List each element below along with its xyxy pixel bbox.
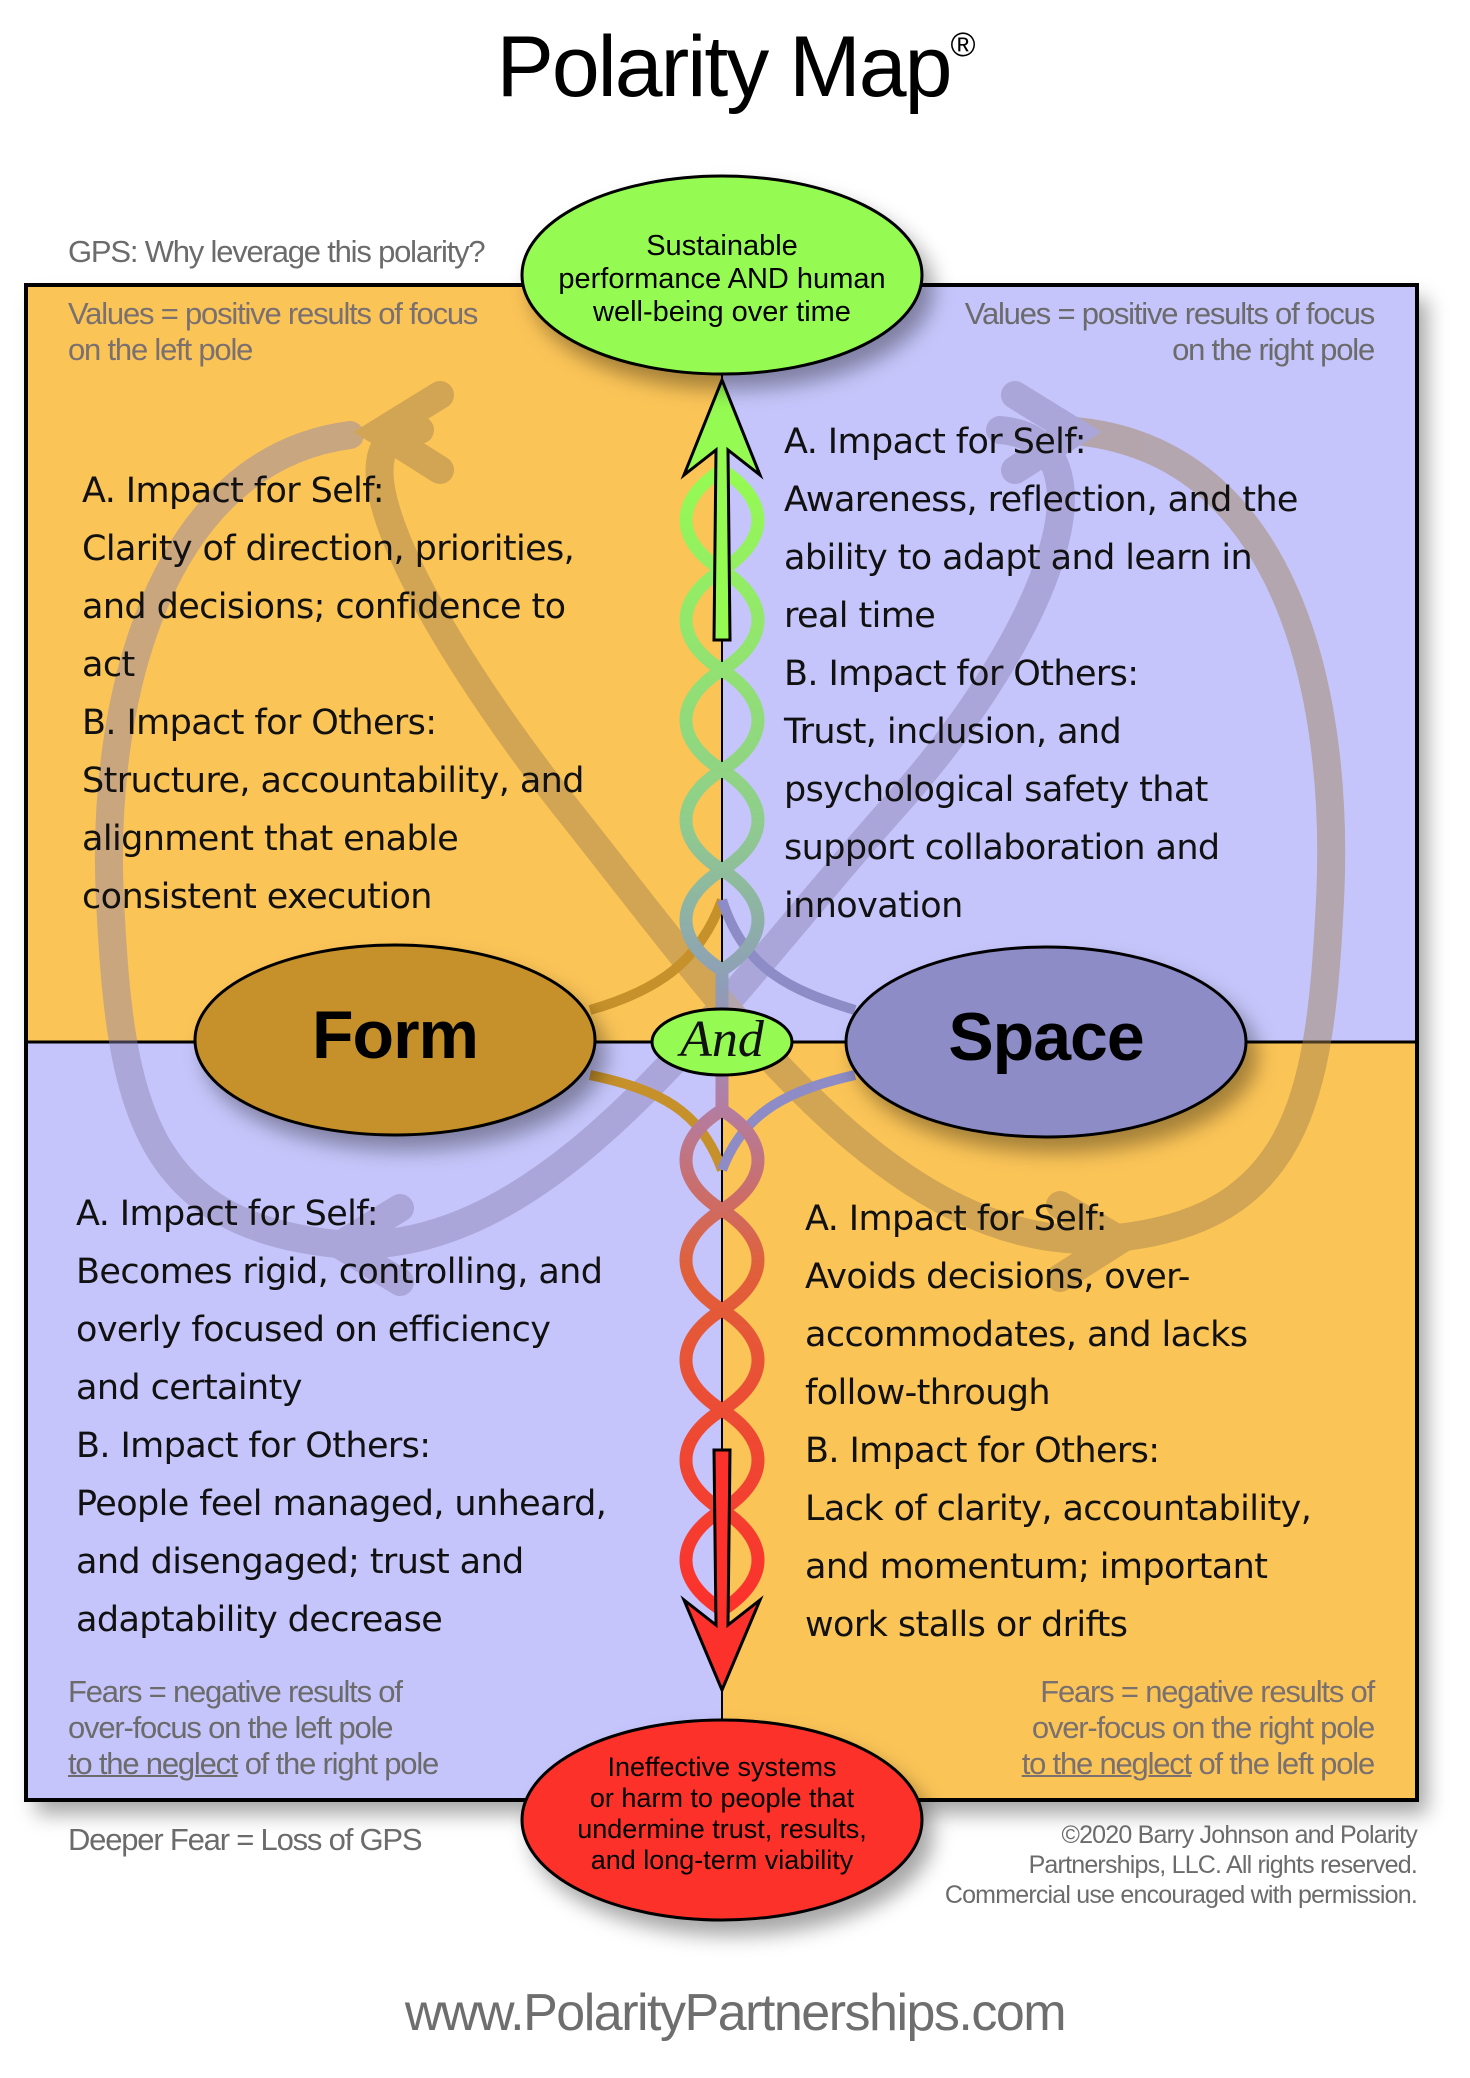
gps-goal-line: Sustainable	[646, 230, 798, 262]
values-right-line: Values = positive results of focus	[964, 296, 1375, 331]
down-arrow	[680, 1448, 764, 1694]
text-line: and momentum; important	[805, 1547, 1268, 1587]
deeper-fear-line: undermine trust, results,	[577, 1814, 867, 1844]
text-line: Lack of clarity, accountability,	[805, 1489, 1312, 1529]
text-line: and disengaged; trust and	[76, 1542, 524, 1582]
text-line: A. Impact for Self:	[784, 422, 1087, 462]
fears-left-line: over-focus on the left pole	[68, 1710, 394, 1745]
text-line: A. Impact for Self:	[82, 471, 385, 511]
fears-right-line: over-focus on the right pole	[1031, 1710, 1375, 1745]
text-line: Clarity of direction, priorities,	[82, 529, 575, 569]
text-line: consistent execution	[82, 877, 432, 917]
values-right-line: on the right pole	[1172, 332, 1375, 367]
text-line: People feel managed, unheard,	[76, 1484, 607, 1524]
text-line: real time	[784, 596, 936, 636]
gps-label: GPS: Why leverage this polarity?	[68, 234, 486, 269]
fears-left-line: Fears = negative results of	[68, 1674, 403, 1709]
text-line: B. Impact for Others:	[82, 703, 437, 743]
lower-left-fears: A. Impact for Self: Becomes rigid, contr…	[76, 1185, 607, 1649]
neglect-underlined: to the neglect	[68, 1746, 239, 1781]
gps-ellipse	[520, 174, 924, 376]
values-left-line: on the left pole	[68, 332, 253, 367]
text-line: Becomes rigid, controlling, and	[76, 1252, 603, 1292]
text-line: adaptability decrease	[76, 1600, 443, 1640]
text-line: follow-through	[805, 1373, 1051, 1413]
page-title: Polarity Map®	[0, 18, 1470, 117]
text-line: B. Impact for Others:	[784, 654, 1139, 694]
values-left-label: Values = positive results of focus on th…	[68, 296, 478, 368]
fears-right-rest: of the left pole	[1191, 1746, 1375, 1781]
text-line: Awareness, reflection, and the	[784, 480, 1298, 520]
upper-left-values: A. Impact for Self: Clarity of direction…	[82, 462, 584, 926]
copyright-line: Commercial use encouraged with permissio…	[944, 1881, 1418, 1909]
text-line: act	[82, 645, 135, 685]
deeper-fear-line: or harm to people that	[589, 1783, 855, 1813]
copyright-notice: ©2020 Barry Johnson and Polarity Partner…	[944, 1820, 1418, 1910]
text-line: ability to adapt and learn in	[784, 538, 1253, 578]
text-line: A. Impact for Self:	[76, 1194, 379, 1234]
text-line: and decisions; confidence to	[82, 587, 566, 627]
quadrant-upper-right	[722, 285, 1417, 1042]
upper-right-values: A. Impact for Self: Awareness, reflectio…	[784, 413, 1298, 935]
text-line: Avoids decisions, over-	[805, 1257, 1190, 1297]
infinity-loop-arrows	[94, 381, 1346, 1296]
lower-right-fears: A. Impact for Self: Avoids decisions, ov…	[805, 1190, 1312, 1654]
text-line: alignment that enable	[82, 819, 459, 859]
text-line: support collaboration and	[784, 828, 1220, 868]
registered-mark: ®	[950, 26, 975, 64]
space-pole-ellipse	[844, 945, 1248, 1139]
deeper-fear-line: and long-term viability	[590, 1845, 854, 1875]
quadrant-lower-right	[722, 1042, 1417, 1800]
gps-goal-text: Sustainable performance AND human well-b…	[522, 230, 922, 329]
text-line: work stalls or drifts	[805, 1605, 1128, 1645]
text-line: B. Impact for Others:	[805, 1431, 1160, 1471]
text-line: innovation	[784, 886, 963, 926]
fears-left-rest: of the right pole	[237, 1746, 440, 1781]
deeper-fear-text: Ineffective systems or harm to people th…	[522, 1752, 922, 1876]
text-line: A. Impact for Self:	[805, 1199, 1108, 1239]
text-line: overly focused on efficiency	[76, 1310, 551, 1350]
deeper-fear-line: Ineffective systems	[607, 1752, 837, 1782]
left-pole-label: Form	[312, 997, 479, 1073]
text-line: psychological safety that	[784, 770, 1208, 810]
quadrant-lower-left	[26, 1042, 722, 1800]
deeper-fear-ellipse	[520, 1718, 924, 1922]
values-left-line: Values = positive results of focus	[68, 296, 478, 331]
fears-right-label: Fears = negative results of over-focus o…	[1021, 1674, 1376, 1782]
values-right-label: Values = positive results of focus on th…	[964, 296, 1375, 368]
right-pole-label: Space	[948, 999, 1144, 1075]
quadrant-upper-left	[26, 285, 722, 1042]
gps-goal-line: performance AND human	[558, 263, 886, 295]
and-ellipse	[650, 1007, 794, 1077]
form-pole-ellipse	[193, 943, 597, 1137]
text-line: Structure, accountability, and	[82, 761, 584, 801]
deeper-fear-label: Deeper Fear = Loss of GPS	[68, 1822, 423, 1857]
text-line: and certainty	[76, 1368, 302, 1408]
neglect-underlined: to the neglect	[1021, 1746, 1193, 1781]
copyright-line: ©2020 Barry Johnson and Polarity	[1061, 1821, 1417, 1849]
title-text: Polarity Map	[496, 19, 952, 115]
fears-right-line: to the neglect of the left pole	[1021, 1746, 1376, 1782]
connector-lines	[588, 898, 857, 1172]
and-label: And	[680, 1011, 764, 1068]
gps-goal-line: well-being over time	[593, 296, 851, 328]
website-link[interactable]: www.PolarityPartnerships.com	[404, 1984, 1067, 2042]
text-line: Trust, inclusion, and	[784, 712, 1122, 752]
text-line: B. Impact for Others:	[76, 1426, 431, 1466]
fears-left-line: to the neglect of the right pole	[68, 1746, 440, 1782]
fears-right-line: Fears = negative results of	[1040, 1674, 1375, 1709]
fears-left-label: Fears = negative results of over-focus o…	[68, 1674, 440, 1782]
up-arrow	[680, 375, 764, 642]
copyright-line: Partnerships, LLC. All rights reserved.	[1028, 1851, 1418, 1879]
text-line: accommodates, and lacks	[805, 1315, 1248, 1355]
